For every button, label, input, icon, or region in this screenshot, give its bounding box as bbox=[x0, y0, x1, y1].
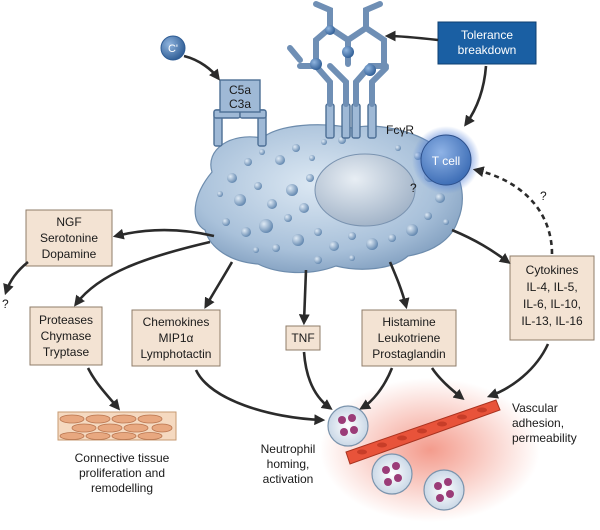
question-mark-ngf: ? bbox=[2, 297, 9, 311]
cytokines-line-4: IL-13, IL-16 bbox=[521, 314, 583, 328]
arrow-cell-to-chemokines bbox=[204, 261, 234, 309]
arrow-tnf-to-neutrophil bbox=[302, 351, 333, 410]
cytokines-box: Cytokines IL-4, IL-5, IL-6, IL-10, IL-13… bbox=[509, 255, 595, 341]
connective-line-3: remodelling bbox=[91, 481, 153, 495]
complement-c-node: C' bbox=[160, 35, 186, 61]
chemokines-box: Chemokines MIP1α Lymphotactin bbox=[131, 309, 221, 367]
tnf-line-1: TNF bbox=[291, 331, 314, 345]
tnf-box: TNF bbox=[285, 325, 321, 351]
cytokines-line-1: Cytokines bbox=[526, 263, 579, 277]
t-cell: T cell bbox=[412, 126, 480, 194]
arrow-proteases-to-tissue bbox=[86, 367, 121, 411]
arrow-cytokines-to-vessel bbox=[486, 343, 550, 399]
c3a-label: C3a bbox=[229, 97, 251, 111]
neutrophil-3 bbox=[423, 469, 465, 511]
arrow-cell-to-cytokines bbox=[451, 228, 511, 264]
connective-line-1: Connective tissue bbox=[75, 451, 170, 465]
vascular-line-2: adhesion, bbox=[512, 416, 564, 430]
mast-cell bbox=[194, 124, 463, 274]
c5a-c3a-ligand-box bbox=[219, 79, 261, 113]
histamine-line-3: Prostaglandin bbox=[372, 347, 445, 361]
proteases-box: Proteases Chymase Tryptase bbox=[29, 306, 103, 366]
chemokines-line-3: Lymphotactin bbox=[141, 347, 212, 361]
arrow-tolerance-to-antibody bbox=[384, 30, 439, 42]
antibody-complex bbox=[287, 1, 389, 107]
arrow-tolerance-to-tcell bbox=[464, 65, 488, 127]
histamine-line-2: Leukotriene bbox=[378, 331, 441, 345]
arrow-cell-to-tnf bbox=[298, 269, 310, 326]
antibody-hinges bbox=[310, 25, 376, 76]
proteases-line-2: Chymase bbox=[41, 329, 92, 343]
mast-cell-nucleus bbox=[314, 153, 416, 227]
ngf-line-1: NGF bbox=[56, 215, 81, 229]
tolerance-line-2: breakdown bbox=[458, 43, 517, 57]
neutrophil-line-1: Neutrophil bbox=[261, 442, 316, 456]
fcgr-label: FcγR bbox=[386, 123, 414, 137]
proteases-line-1: Proteases bbox=[39, 313, 93, 327]
question-mark-mast: ? bbox=[410, 181, 417, 195]
neutrophil-line-2: homing, bbox=[267, 457, 310, 471]
proteases-line-3: Tryptase bbox=[43, 345, 90, 359]
c5a-c3a-receptor: C5a C3a bbox=[213, 79, 267, 147]
chemokines-line-2: MIP1α bbox=[159, 331, 194, 345]
ngf-box: NGF Serotonine Dopamine bbox=[25, 209, 113, 267]
ngf-line-3: Dopamine bbox=[42, 247, 97, 261]
connective-tissue bbox=[57, 411, 177, 441]
vascular-line-1: Vascular bbox=[512, 401, 558, 415]
tolerance-breakdown-box: Tolerance breakdown bbox=[437, 21, 537, 65]
connective-line-2: proliferation and bbox=[79, 466, 165, 480]
tolerance-line-1: Tolerance bbox=[461, 28, 513, 42]
cytokines-line-3: IL-6, IL-10, bbox=[523, 297, 581, 311]
c5a-label: C5a bbox=[229, 83, 251, 97]
histamine-box: Histamine Leukotriene Prostaglandin bbox=[361, 309, 457, 367]
complement-label: C' bbox=[168, 43, 178, 55]
arrow-cytokines-to-tcell bbox=[472, 166, 554, 255]
arrow-histamine-to-vessel bbox=[430, 367, 465, 401]
t-cell-label: T cell bbox=[432, 154, 460, 168]
arrow-cell-to-proteases bbox=[74, 240, 211, 307]
arrow-cell-to-histamine bbox=[388, 261, 410, 310]
arrow-cell-to-ngf bbox=[112, 228, 215, 240]
histamine-line-1: Histamine bbox=[382, 315, 436, 329]
neutrophil-2 bbox=[371, 453, 413, 495]
neutrophil-1 bbox=[327, 405, 369, 447]
arrow-chemokines-to-neutrophil bbox=[194, 369, 326, 426]
blood-vessel bbox=[345, 399, 501, 465]
ngf-line-2: Serotonine bbox=[40, 231, 98, 245]
chemokines-line-1: Chemokines bbox=[143, 315, 210, 329]
arrow-histamine-to-neutrophil bbox=[359, 367, 394, 410]
arrow-complement-to-receptor bbox=[183, 54, 220, 81]
vascular-line-3: permeability bbox=[512, 431, 577, 445]
cytokines-line-2: IL-4, IL-5, bbox=[526, 280, 577, 294]
question-mark-cytokines: ? bbox=[540, 189, 547, 203]
neutrophil-line-3: activation bbox=[263, 472, 314, 486]
arrow-ngf-to-question bbox=[3, 260, 29, 296]
